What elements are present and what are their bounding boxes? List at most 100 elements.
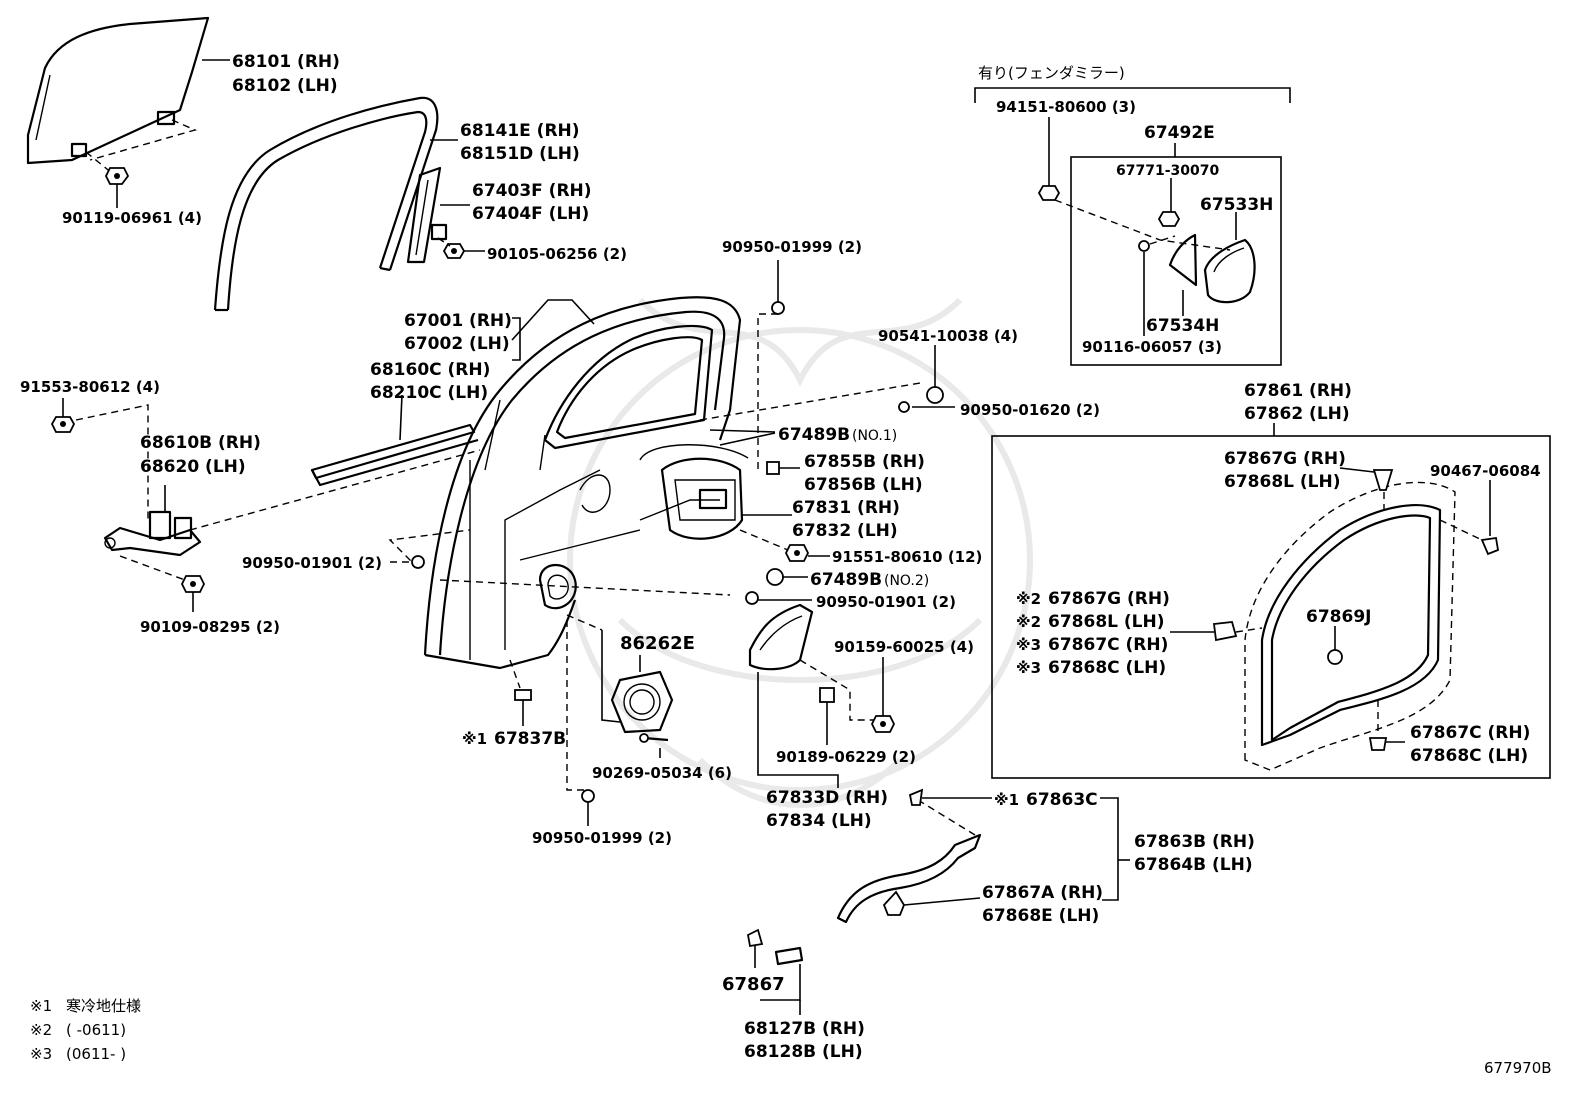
- division-bar: [406, 166, 448, 264]
- leader-line: [511, 299, 595, 341]
- label-67869J: 67869J: [1306, 607, 1371, 627]
- label-67489B-no1: 67489B: [778, 425, 850, 445]
- grommet-icon: [926, 386, 944, 404]
- watermark-logo: [567, 297, 1033, 808]
- clip-icon: [819, 687, 835, 703]
- label-67856B: 67856B (LH): [804, 475, 923, 495]
- screw-icon: [1138, 240, 1150, 252]
- label-68620: 68620 (LH): [140, 457, 246, 477]
- label-note-3b-mark: ※3: [1016, 659, 1041, 677]
- leader-line: [601, 630, 621, 723]
- label-68141E: 68141E (RH): [460, 121, 580, 141]
- label-90105: 90105-06256 (2): [487, 245, 627, 263]
- leader-dash: [739, 529, 789, 551]
- label-67863B: 67863B (RH): [1134, 832, 1255, 852]
- label-note-2a-mark: ※2: [1016, 590, 1041, 608]
- clip-icon: [1372, 469, 1394, 491]
- nut-icon: [1157, 211, 1181, 227]
- leader-line: [709, 429, 776, 433]
- label-67861: 67861 (RH): [1244, 381, 1352, 401]
- label-67868E: 67868E (LH): [982, 906, 1099, 926]
- leader-line: [903, 897, 981, 906]
- label-67002: 67002 (LH): [404, 334, 510, 354]
- label-68128B: 68128B (LH): [744, 1042, 863, 1062]
- label-90950-01901-right: 90950-01901 (2): [816, 593, 956, 611]
- screw-icon: [870, 715, 896, 733]
- leader-dash: [566, 614, 603, 631]
- figure-code: 677970B: [1484, 1059, 1552, 1077]
- clip-icon: [746, 928, 764, 948]
- glass-run-channel: [213, 96, 439, 312]
- label-67863C: 67863C: [1026, 790, 1098, 810]
- label-67855B: 67855B (RH): [804, 452, 925, 472]
- leader-dash: [85, 151, 119, 179]
- part-labels: 68101 (RH) 68102 (LH) 90119-06961 (4) 68…: [20, 52, 1541, 1062]
- label-67863C-mark: ※1: [994, 791, 1019, 809]
- bracket-line: [974, 87, 1291, 103]
- label-67864B: 67864B (LH): [1134, 855, 1253, 875]
- hole-plug-icon: [581, 789, 595, 803]
- leader-dash: [1439, 519, 1483, 541]
- footnote-2-text: ( -0611): [66, 1021, 126, 1039]
- bolt-icon: [442, 243, 466, 259]
- door-panel: [423, 296, 742, 670]
- door-weatherstrip: [1244, 481, 1456, 771]
- leader-dash: [75, 404, 149, 520]
- footnote-1-text: 寒冷地仕様: [66, 997, 141, 1015]
- weatherstrip-box: [991, 435, 1551, 779]
- leader-line: [399, 394, 403, 441]
- clip-icon: [1327, 649, 1343, 665]
- label-94151: 94151-80600 (3): [996, 98, 1136, 116]
- bolt-icon: [104, 167, 130, 185]
- leader-dash: [699, 382, 921, 421]
- door-check-arm: [103, 510, 202, 557]
- leader-dash: [1235, 627, 1263, 633]
- label-note-3a-mark: ※3: [1016, 636, 1041, 654]
- label-67834: 67834 (LH): [766, 811, 872, 831]
- bolt-icon: [784, 544, 810, 562]
- footnote-1-mark: ※1: [30, 997, 52, 1015]
- label-67868C-bottom: 67868C (LH): [1410, 746, 1528, 766]
- clip-icon: [1368, 737, 1388, 751]
- hole-plug-icon: [771, 301, 785, 315]
- leader-dash: [757, 313, 778, 470]
- leader-dash: [437, 237, 451, 247]
- label-note-3b: 67868C (LH): [1048, 658, 1166, 678]
- label-68151D: 68151D (LH): [460, 144, 580, 164]
- footnote-3-text: (0611- ): [66, 1045, 126, 1063]
- belt-moulding: [310, 423, 479, 487]
- label-67867G-top: 67867G (RH): [1224, 449, 1346, 469]
- label-67837B-mark: ※1: [462, 730, 487, 748]
- label-67489B-no2: 67489B: [810, 570, 882, 590]
- clip-icon: [1480, 536, 1500, 556]
- label-67404F: 67404F (LH): [472, 204, 589, 224]
- label-67489B-no2-note: (NO.2): [884, 573, 929, 589]
- label-90116: 90116-06057 (3): [1082, 338, 1222, 356]
- leader-dash: [799, 659, 880, 721]
- label-67862: 67862 (LH): [1244, 404, 1350, 424]
- leader-line: [757, 672, 839, 788]
- clip-icon: [514, 689, 532, 701]
- leader-line: [719, 432, 776, 446]
- label-67771: 67771-30070: [1116, 163, 1219, 179]
- label-68610B: 68610B (RH): [140, 433, 261, 453]
- label-67868L-top: 67868L (LH): [1224, 472, 1341, 492]
- label-68160C: 68160C (RH): [370, 360, 490, 380]
- label-67831: 67831 (RH): [792, 498, 900, 518]
- bolt-icon: [50, 416, 76, 433]
- label-fender-mirror-title: 有り(フェンダミラー): [978, 64, 1125, 82]
- label-note-2b-mark: ※2: [1016, 613, 1041, 631]
- mirror-head: [1203, 238, 1256, 304]
- label-note-2a: 67867G (RH): [1048, 589, 1170, 609]
- label-90269: 90269-05034 (6): [592, 764, 732, 782]
- grommet-icon: [766, 568, 784, 586]
- leader-dash: [509, 659, 521, 689]
- leader-line: [1339, 467, 1375, 473]
- label-90950-01999-top: 90950-01999 (2): [722, 238, 862, 256]
- mirror-box: [1070, 156, 1282, 366]
- leader-line: [512, 317, 521, 361]
- clip-icon: [882, 890, 906, 916]
- mirror-stay: [1168, 233, 1198, 287]
- footnote-3-mark: ※3: [30, 1045, 52, 1063]
